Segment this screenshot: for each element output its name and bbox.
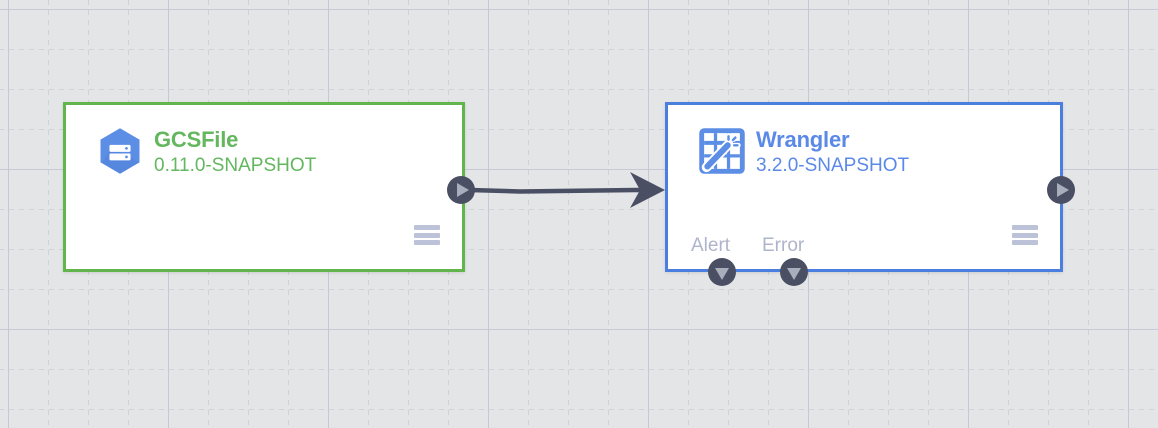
gcsfile-output-port[interactable] <box>447 176 475 204</box>
hamburger-bar <box>414 232 440 238</box>
arrow-head-icon <box>630 172 665 208</box>
wrangler-output-port[interactable] <box>1047 176 1075 204</box>
node-title: GCSFile <box>154 127 239 152</box>
wrangler-error-port[interactable] <box>780 258 808 286</box>
node-header: Wrangler 3.2.0-SNAPSHOT <box>696 125 909 179</box>
hamburger-bar <box>1012 225 1038 230</box>
node-version: 0.11.0-SNAPSHOT <box>154 155 317 176</box>
wrangler-magic-wand-grid-icon <box>699 128 745 174</box>
hamburger-menu-icon[interactable] <box>414 225 440 245</box>
node-header: GCSFile 0.11.0-SNAPSHOT <box>94 125 316 179</box>
hamburger-bar <box>1012 232 1038 238</box>
node-gcsfile[interactable]: GCSFile 0.11.0-SNAPSHOT <box>63 102 465 272</box>
hamburger-menu-icon[interactable] <box>1012 225 1038 245</box>
node-wrangler[interactable]: Wrangler 3.2.0-SNAPSHOT <box>665 102 1063 272</box>
branch-label-error: Error <box>762 235 805 256</box>
wrangler-alert-port[interactable] <box>708 258 736 286</box>
hamburger-bar <box>414 225 440 230</box>
gcs-hexagon-storage-icon <box>100 128 140 174</box>
branch-label-alert: Alert <box>691 235 731 256</box>
hamburger-bar <box>414 240 440 245</box>
hamburger-bar <box>1012 240 1038 245</box>
node-title: Wrangler <box>756 127 850 152</box>
node-version: 3.2.0-SNAPSHOT <box>756 155 910 176</box>
